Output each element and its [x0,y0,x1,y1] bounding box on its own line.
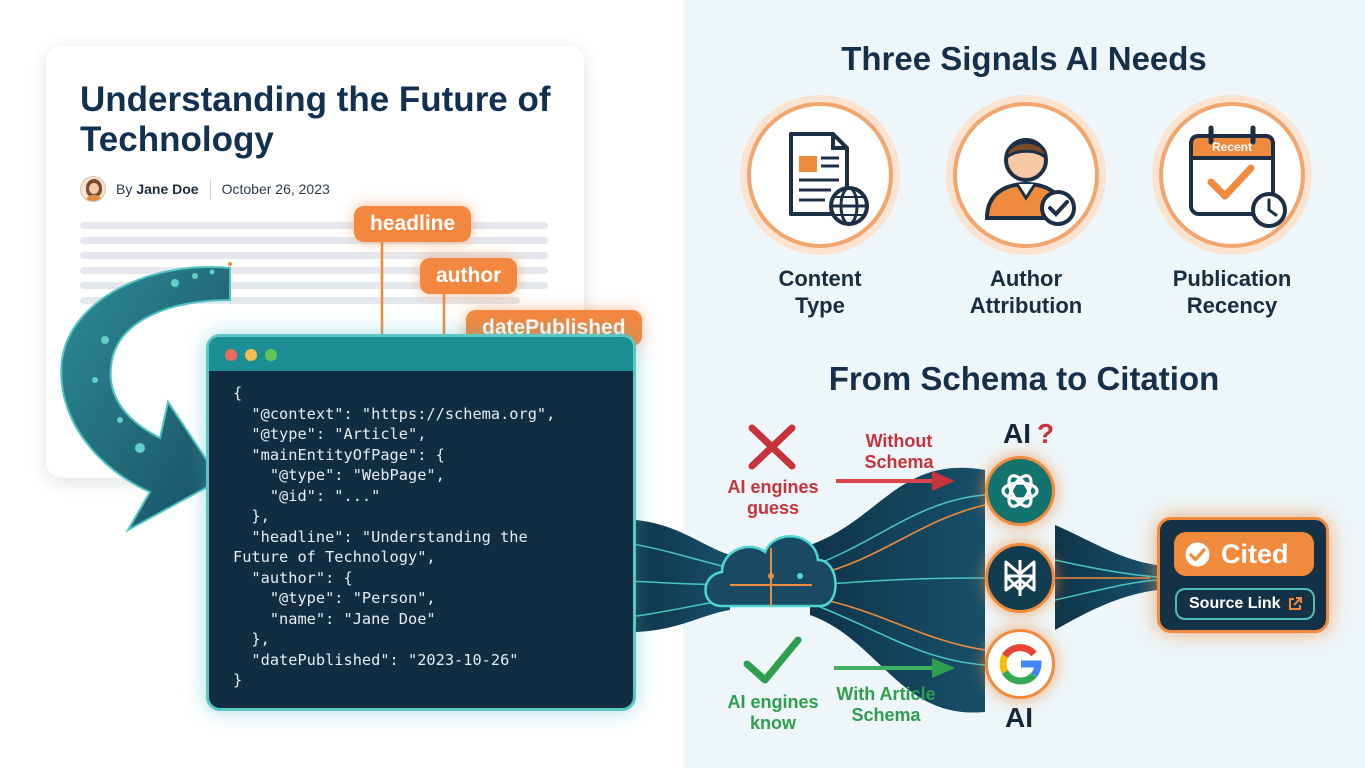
signal-label-author-attribution: Author Attribution [936,265,1116,319]
code-line: "@type": "Person", [233,589,436,607]
calendar-check-icon [1189,125,1287,228]
code-line: }, [233,507,270,525]
ai-top-text: AI [1003,418,1031,449]
ai-question-mark: ? [1037,418,1055,449]
check-circle-icon [1185,542,1210,567]
flow-label-line: AI engines [727,692,819,712]
ai-engines-guess-label: AI engines guess [718,477,828,519]
window-close-dot [225,349,237,361]
perplexity-engine [985,543,1055,613]
text-placeholder-line [80,297,520,304]
curved-arrow [60,266,231,533]
data-stream-band [810,467,985,713]
code-line: } [233,671,243,689]
code-window: { "@context": "https://schema.org", "@ty… [206,334,636,711]
google-engine [985,629,1055,699]
window-maximize-dot [265,349,277,361]
text-placeholder-line [80,222,548,229]
source-link-text: Source Link [1189,595,1281,612]
cited-badge: Cited [1174,532,1314,576]
flow-label-line: guess [746,498,800,518]
openai-icon [1001,474,1039,508]
green-arrow-icon [834,658,955,678]
code-line: "name": "Jane Doe" [233,609,436,628]
flow-title: From Schema to Citation [828,360,1220,397]
byline-prefix: By [116,181,133,197]
google-icon [999,644,1042,685]
calendar-recent-label: Recent [1211,140,1252,154]
author-attribution-circle [953,102,1099,248]
source-link-button[interactable]: Source Link [1175,588,1315,620]
with-article-schema-label: With Article Schema [826,684,946,726]
code-line: Future of Technology", [233,548,436,566]
flow-label-line: With Article [836,684,936,704]
flow-label-line: Without [865,431,933,451]
without-schema-label: Without Schema [840,431,958,473]
ai-bottom-label: AI [1005,702,1033,733]
code-line: { [233,384,243,402]
code-window-header [209,337,633,371]
signal-label-content-type: Content Type [730,265,910,319]
external-link-icon [1289,597,1302,610]
document-globe-icon [789,132,869,226]
code-block: { "@context": "https://schema.org", "@ty… [233,383,555,691]
text-placeholder-line [80,267,548,274]
code-line: "author": { [233,568,353,587]
openai-engine [985,456,1055,526]
x-mark-icon [748,424,796,470]
check-mark-icon [743,636,802,684]
arrow-particles [92,262,232,453]
code-line: "headline": "Understanding the [233,527,528,546]
signal-label-line: Publication [1172,266,1292,291]
signal-label-line: Content [778,266,862,291]
ai-top-label: AI? [1003,418,1054,450]
article-title: Understanding the Future of Technology [80,80,551,159]
code-line: "@id": "..." [233,486,381,505]
headline-tag: headline [354,206,472,242]
author-tag: author [420,258,518,294]
code-line: }, [233,630,270,648]
cloud-icon [704,535,837,608]
code-line: "mainEntityOfPage": { [233,445,445,464]
ai-engines-know-label: AI engines know [718,692,828,734]
window-minimize-dot [245,349,257,361]
flow-label-line: AI engines [727,477,819,497]
cited-text: Cited [1221,539,1289,569]
red-arrow-icon [836,471,955,491]
perplexity-icon [1004,560,1036,596]
signals-title: Three Signals AI Needs [841,40,1207,77]
cited-result-box: Cited Source Link [1157,517,1329,633]
signal-label-line: Type [795,293,845,318]
article-byline: By Jane Doe October 26, 2023 [80,174,330,204]
flow-label-line: Schema [864,452,934,472]
avatar [80,176,106,202]
stream-orange-lines [814,504,1150,651]
signal-label-line: Recency [1186,293,1278,318]
publication-recency-circle: Recent [1159,102,1305,248]
signal-label-publication-recency: Publication Recency [1142,265,1322,319]
signal-label-line: Author [989,266,1063,291]
content-type-circle [747,102,893,248]
code-line: "@type": "Article", [233,425,427,443]
byline-divider [209,179,211,199]
flow-label-line: know [749,713,796,733]
person-check-icon [984,138,1076,226]
flow-label-line: Schema [851,705,921,725]
code-line: "@context": "https://schema.org", [233,404,556,423]
code-line: "@type": "WebPage", [233,466,445,484]
byline-author: Jane Doe [136,181,199,197]
text-placeholder-line [80,282,548,289]
code-line: "datePublished": "2023-10-26" [233,650,519,669]
byline-date: October 26, 2023 [221,181,330,197]
text-placeholder-line [80,252,548,259]
signal-label-line: Attribution [969,293,1083,318]
text-placeholder-line [80,237,548,244]
